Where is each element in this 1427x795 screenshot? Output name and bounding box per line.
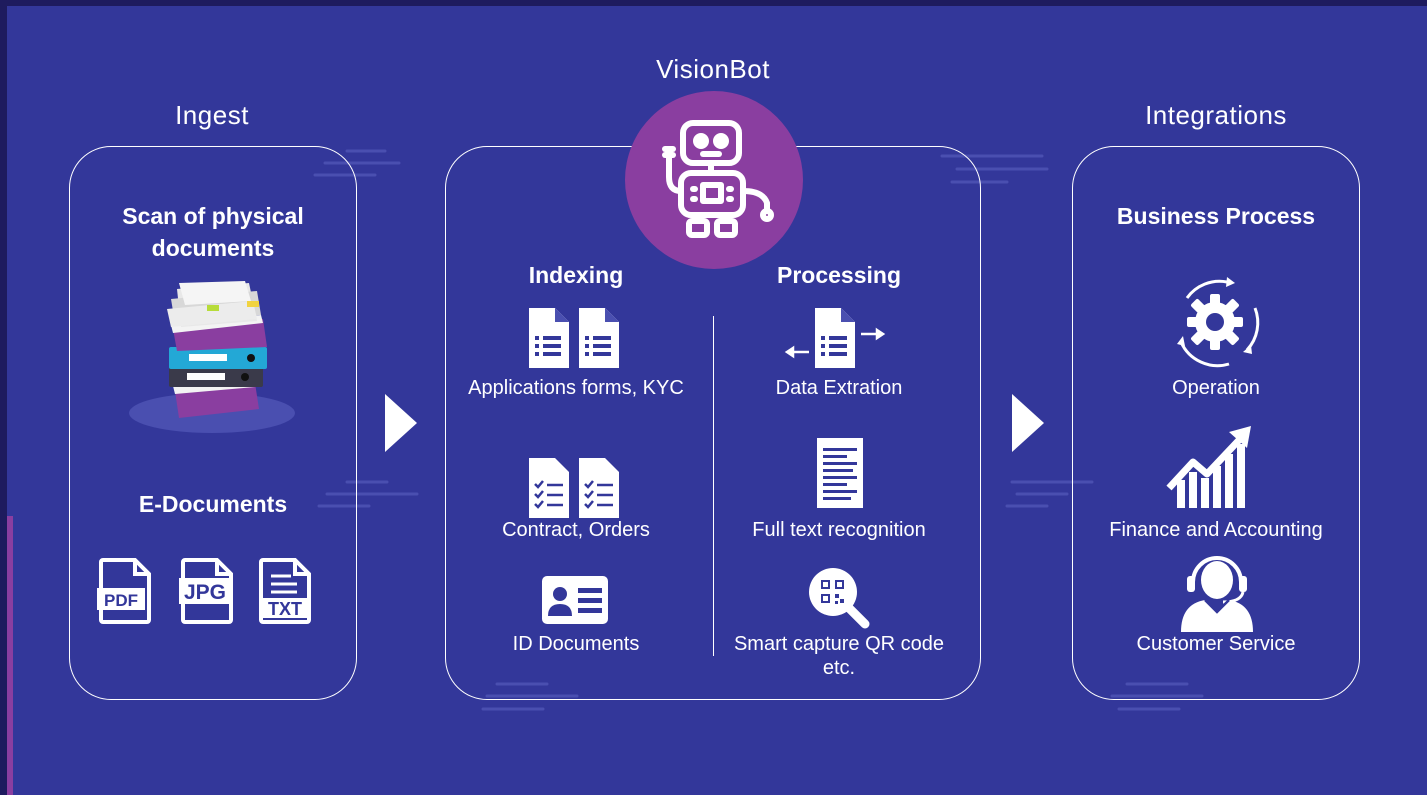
gear-cycle-icon xyxy=(1177,277,1260,368)
jpg-icon-label: JPG xyxy=(184,581,226,604)
integration-label-operation: Operation xyxy=(1172,377,1260,399)
edocs-heading: E-Documents xyxy=(138,491,288,517)
headset-agent-icon xyxy=(1181,556,1253,632)
processing-label-fulltext: Full text recognition xyxy=(752,519,926,541)
robot-icon xyxy=(625,91,803,269)
indexing-heading: Indexing xyxy=(528,262,624,288)
pdf-icon-label: PDF xyxy=(104,591,138,610)
integrations-panel xyxy=(1072,146,1360,700)
scan-heading: Scan of physical documents xyxy=(122,203,304,261)
column-divider xyxy=(713,316,714,656)
arrow-right-icon xyxy=(1012,394,1044,452)
indexing-label-applications: Applications forms, KYC xyxy=(468,377,684,399)
growth-chart-icon xyxy=(1166,426,1251,508)
indexing-label-id: ID Documents xyxy=(512,633,640,655)
arrow-right-icon xyxy=(385,394,417,452)
section-title-visionbot: VisionBot xyxy=(656,54,770,84)
business-process-heading: Business Process xyxy=(1116,203,1316,229)
section-title-ingest: Ingest xyxy=(175,100,249,130)
indexing-label-contracts: Contract, Orders xyxy=(502,519,650,541)
id-card-icon xyxy=(542,576,608,624)
pdf-icon: PDF xyxy=(97,558,151,624)
section-title-integrations: Integrations xyxy=(1145,100,1287,130)
integration-label-finance: Finance and Accounting xyxy=(1109,519,1323,541)
list-document-icon xyxy=(529,308,619,368)
integration-label-customer: Customer Service xyxy=(1136,633,1296,655)
ingest-panel xyxy=(69,146,357,700)
txt-icon: TXT xyxy=(259,558,311,624)
data-extraction-icon xyxy=(784,308,886,368)
txt-icon-label: TXT xyxy=(268,599,302,619)
processing-label-extraction: Data Extration xyxy=(775,377,903,399)
diagram-canvas: Ingest VisionBot Integrations Scan of ph… xyxy=(7,6,1427,795)
document-stack-icon xyxy=(129,281,295,433)
qr-search-icon xyxy=(809,568,870,629)
processing-heading: Processing xyxy=(777,262,901,288)
jpg-icon: JPG xyxy=(179,558,233,624)
full-text-icon xyxy=(817,438,863,508)
checklist-document-icon xyxy=(529,458,619,518)
accent-edge xyxy=(7,516,13,795)
processing-label-smartcapture: Smart capture QR code etc. xyxy=(733,633,945,679)
